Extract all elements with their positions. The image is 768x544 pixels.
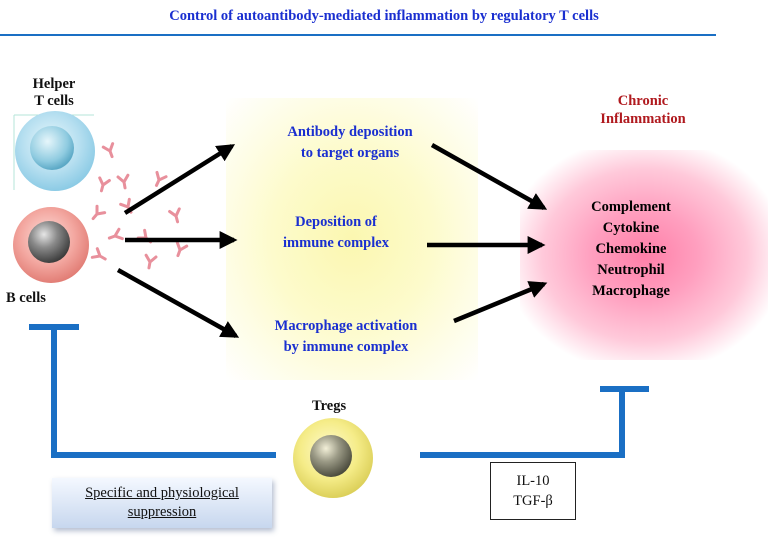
arrow-from-macrophage-activation bbox=[453, 281, 548, 324]
suppression-line2: suppression bbox=[127, 504, 197, 520]
tregs-label: Tregs bbox=[312, 398, 347, 414]
helper-t-cell-icon bbox=[13, 111, 95, 191]
mediator-neutrophil: Neutrophil bbox=[597, 262, 665, 278]
arrow-to-macrophage-activation bbox=[116, 268, 240, 338]
chronic-label-line1: Chronic bbox=[617, 93, 669, 109]
diagram-title: Control of autoantibody-mediated inflamm… bbox=[169, 8, 599, 24]
mediator-complement: Complement bbox=[591, 199, 671, 215]
mechanism-macrophage-activation: Macrophage activation by immune complex bbox=[236, 316, 456, 358]
chronic-inflammation-label: Chronic Inflammation bbox=[583, 92, 703, 128]
mechanism-immune-complex: Deposition of immune complex bbox=[226, 212, 446, 254]
mechanism-1-line2: to target organs bbox=[300, 145, 400, 161]
inhibition-bar-left bbox=[29, 324, 276, 458]
cytokine-il10: IL-10 bbox=[516, 473, 550, 489]
mechanism-2-line2: immune complex bbox=[283, 235, 389, 251]
mediator-macrophage: Macrophage bbox=[592, 283, 670, 299]
arrow-from-antibody-deposition bbox=[430, 143, 548, 210]
treg-cell-icon bbox=[293, 418, 373, 498]
arrow-to-antibody-deposition bbox=[123, 144, 236, 215]
suppression-line1: Specific and physiological bbox=[85, 485, 239, 501]
cytokine-tgf-beta: TGF-β bbox=[513, 493, 553, 509]
helper-label-line2: T cells bbox=[34, 93, 74, 109]
mechanism-3-line1: Macrophage activation bbox=[274, 318, 418, 334]
inhibition-bar-right bbox=[420, 386, 649, 458]
chronic-label-line2: Inflammation bbox=[600, 111, 686, 127]
mediator-chemokine: Chemokine bbox=[595, 241, 667, 257]
arrows-to-inflammation bbox=[427, 143, 548, 324]
suppression-box: Specific and physiological suppression bbox=[52, 478, 272, 528]
mediator-cytokine: Cytokine bbox=[602, 220, 660, 236]
inflammatory-mediators-list: Complement Cytokine Chemokine Neutrophil… bbox=[566, 197, 696, 302]
title-divider bbox=[0, 34, 716, 36]
mechanism-1-line1: Antibody deposition bbox=[287, 124, 413, 140]
b-cell-icon bbox=[13, 207, 89, 283]
helper-label-line1: Helper bbox=[32, 76, 76, 92]
helper-t-cells-label: Helper T cells bbox=[14, 76, 94, 110]
mechanism-2-line1: Deposition of bbox=[295, 214, 377, 230]
cytokine-box: IL-10 TGF-β bbox=[490, 462, 576, 520]
inflammation-highlight-area bbox=[520, 150, 768, 360]
mechanism-3-line2: by immune complex bbox=[283, 339, 409, 355]
arrows-to-mechanisms bbox=[116, 144, 240, 338]
b-cells-label: B cells bbox=[6, 290, 46, 306]
mechanism-antibody-deposition: Antibody deposition to target organs bbox=[240, 122, 460, 164]
